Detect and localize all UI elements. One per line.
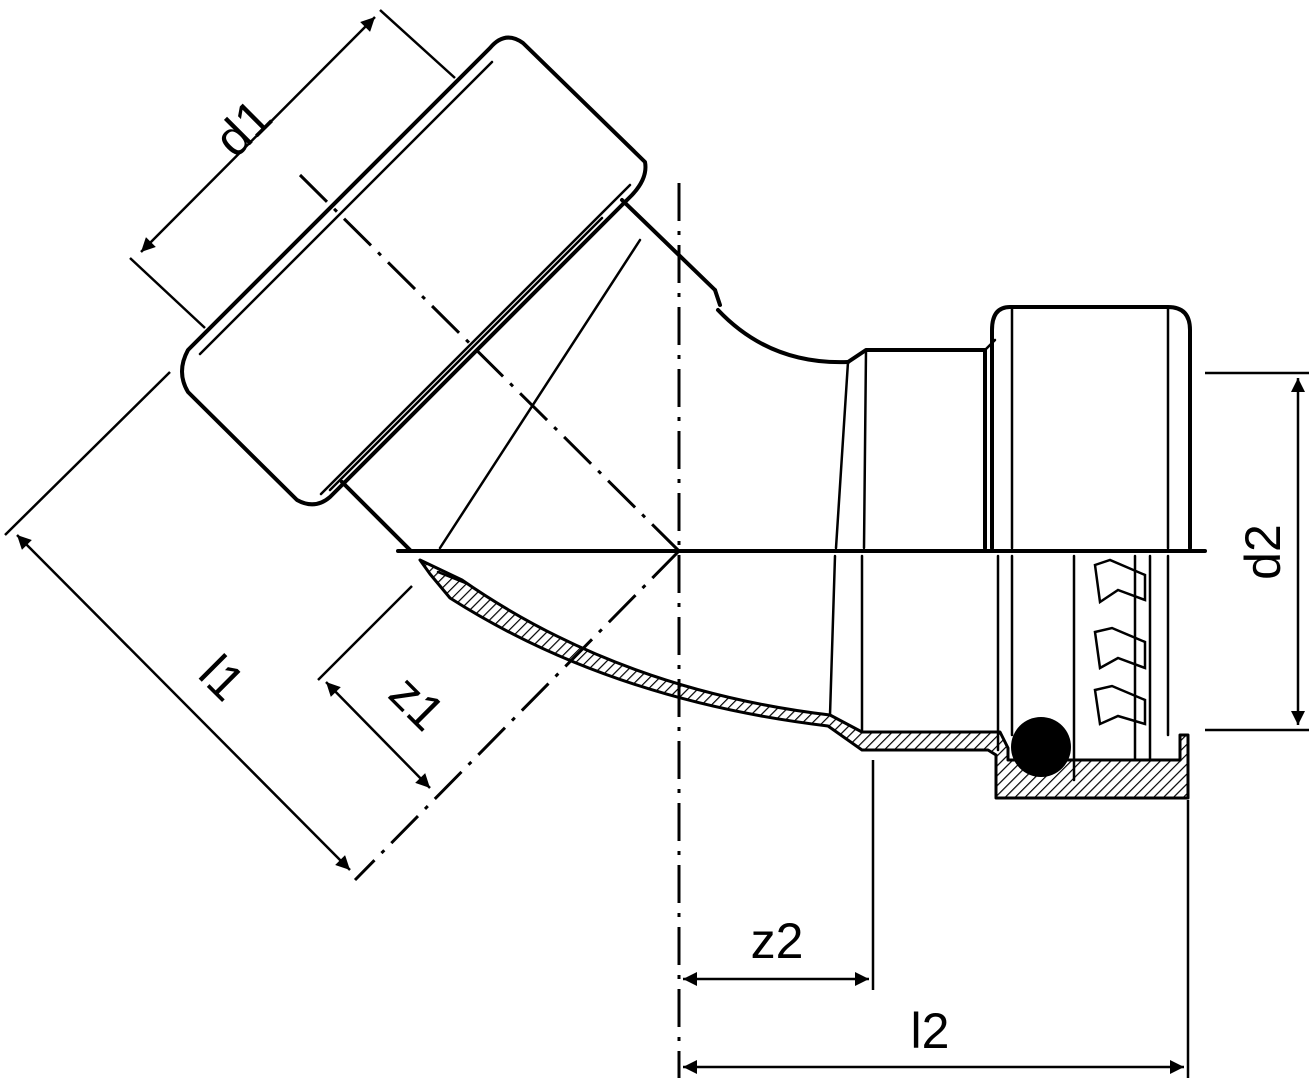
grip-ring-tooth [1093, 626, 1147, 670]
angled-socket [180, 35, 722, 552]
taper-line [834, 360, 850, 550]
neck-line [438, 238, 642, 550]
neck-line [328, 216, 604, 492]
section-taper [828, 554, 864, 734]
neck-chamfer [713, 288, 722, 307]
dimension-d2: d2 [1205, 371, 1309, 732]
right-socket-outer [990, 305, 1192, 550]
label-d1: d1 [204, 89, 283, 168]
elbow-right-shoulder [846, 348, 987, 550]
taper-line [862, 348, 868, 550]
label-l1: l1 [188, 644, 255, 711]
o-ring [1011, 717, 1071, 777]
right-press-socket [990, 305, 1192, 550]
angled-bisector-line [353, 549, 681, 882]
section-edge [436, 570, 470, 586]
dimension-l1: l1 [4, 371, 351, 871]
label-z2: z2 [751, 913, 804, 969]
dimension-z1: z1 [317, 585, 456, 789]
label-z1: z1 [379, 665, 456, 742]
angled-socket-neck [340, 198, 717, 552]
grip-ring-tooth [1093, 558, 1147, 605]
elbow-body-outer [716, 308, 850, 365]
collar-ring-line [319, 183, 632, 496]
label-l2: l2 [911, 1003, 950, 1059]
dimension-z2: z2 [683, 760, 875, 990]
grip-ring [1093, 554, 1152, 762]
elbow-wall-section [418, 558, 1190, 800]
angled-socket-collar [180, 35, 648, 507]
dimension-l2: l2 [683, 800, 1190, 1078]
grip-ring-tooth [1093, 684, 1147, 726]
label-d2: d2 [1235, 524, 1291, 580]
